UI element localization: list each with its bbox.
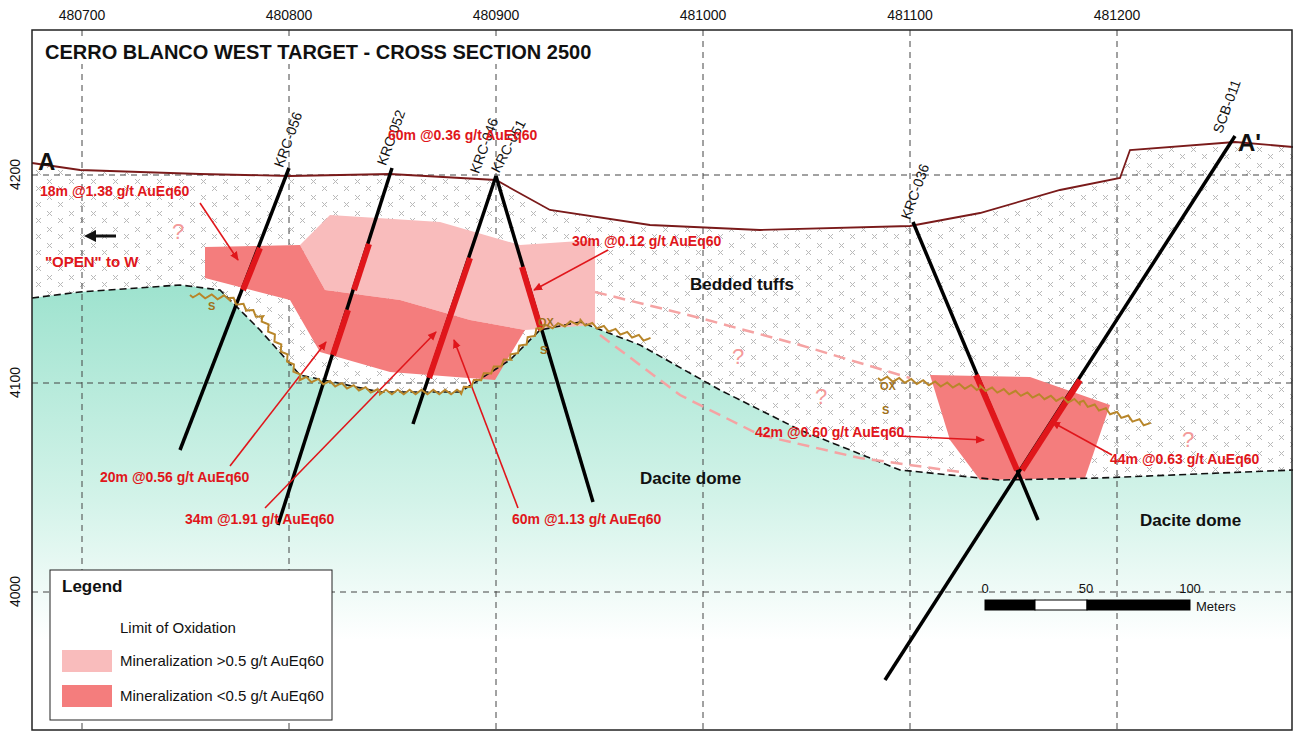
intercept-label: 30m @0.12 g/t AuEq60 [572,234,721,249]
zone-mark: OX [880,380,896,392]
frame [32,30,1292,730]
legend-text: Mineralization <0.5 g/t AuEq60 [120,688,324,705]
axis-label: 4000 [8,576,23,607]
query-mark: ? [732,345,744,369]
scale-label: Meters [1196,600,1236,614]
legend-swatch [62,685,112,707]
axis-label: 481100 [887,8,933,23]
scale-label: 50 [1079,582,1093,596]
unit-label: Bedded tuffs [690,276,794,295]
legend-text: Mineralization >0.5 g/t AuEq60 [120,653,324,670]
zone-mark: S [208,300,215,312]
query-mark: ? [815,385,827,409]
intercept-label: 60m @1.13 g/t AuEq60 [512,512,661,527]
intercept [243,244,1080,470]
drill-hole [180,136,1235,680]
axis-label: 480900 [473,8,520,23]
oxidation-limit [190,294,651,395]
axis-label: 480700 [59,8,106,23]
axis-label: 480800 [266,8,313,23]
intercept-label: 34m @1.91 g/t AuEq60 [185,512,334,527]
leader-line [200,203,1112,508]
grid [32,30,1293,731]
scale-label: 0 [981,582,988,596]
intercept-label: 42m @0.60 g/t AuEq60 [755,425,904,440]
mineralization-low [930,375,1110,480]
scale-bar [985,600,1190,610]
scale-label: 100 [1179,582,1201,596]
legend-title: Legend [62,578,122,597]
legend-text: Limit of Oxidation [120,620,236,637]
hole-name: KRC-036 [899,162,933,221]
unit-label: Dacite dome [640,470,741,489]
open-arrow [84,230,116,242]
query-mark: ? [1182,428,1194,452]
title: CERRO BLANCO WEST TARGET - CROSS SECTION… [42,40,594,64]
axis-label: 4200 [8,159,23,190]
unit-label: Dacite dome [1140,512,1241,531]
zone-mark: S [882,404,889,416]
legend-box [50,570,332,720]
intercept-label: 44m @0.63 g/t AuEq60 [1110,452,1259,467]
legend-swatch [62,650,112,672]
axis-label: 481200 [1094,8,1141,23]
intercept-label: 60m @0.36 g/t AuEq60 [388,128,537,143]
axis-label: 481000 [680,8,727,23]
contact-line [32,285,1293,480]
hole-name: KRC-056 [272,110,306,169]
mineralization-low [205,245,525,380]
zone-mark: OX [538,316,554,328]
oxidation-limit [878,377,1151,426]
section-end: A [38,149,55,175]
hole-name: SCB-011 [1211,78,1245,136]
axis-label: 4100 [8,367,23,398]
section-end: A' [1238,130,1261,156]
topography [32,142,1293,230]
intercept-label: 18m @1.38 g/t AuEq60 [40,184,189,199]
intercept-label: 20m @0.56 g/t AuEq60 [100,470,249,485]
query-mark: ? [172,220,184,244]
note: "OPEN" to W [45,254,138,271]
zone-mark: S [540,344,547,356]
dacite-dome [32,285,1293,731]
